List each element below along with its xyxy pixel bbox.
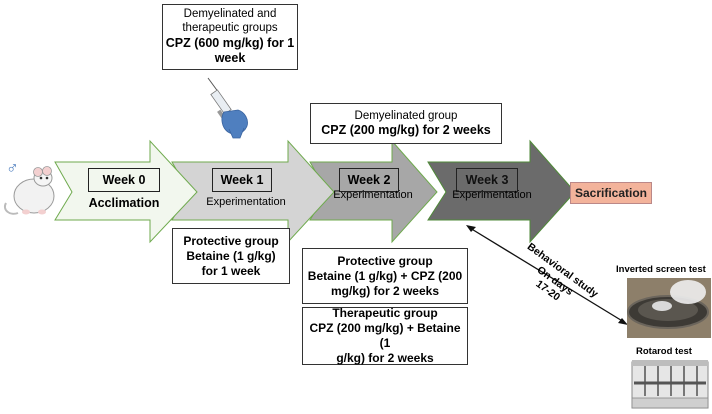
protective-group-box-2: Protective group Betaine (1 g/kg) + CPZ … (302, 248, 468, 304)
week-2-phase: Experimentation (333, 189, 413, 201)
therapeutic-title: Therapeutic group (332, 306, 438, 320)
therapeutic-group-box: Therapeutic group CPZ (200 mg/kg) + Beta… (302, 306, 468, 365)
protective2-line3: mg/kg) for 2 weeks (330, 283, 440, 298)
rotarod-apparatus-image (631, 360, 709, 409)
week-1-label: Week 1 (212, 168, 272, 192)
cpz-600-line3: CPZ (600 mg/kg) for 1 (165, 35, 295, 50)
cpz-600-line2: therapeutic groups (182, 22, 278, 35)
inverted-screen-test-title: Inverted screen test (616, 264, 706, 275)
protective-group-box-1: Protective group Betaine (1 g/kg) for 1 … (172, 228, 290, 284)
rotarod-test-title: Rotarod test (636, 346, 692, 357)
cpz-600-line1: Demyelinated and (183, 8, 277, 20)
week-3-phase: Experimentation (452, 189, 532, 201)
demyelinated-title: Demyelinated group (354, 109, 458, 122)
protective1-duration: for 1 week (201, 263, 261, 278)
week-0-phase: Acclimation (88, 196, 160, 210)
rat-icon (4, 166, 55, 215)
therapeutic-line2: CPZ (200 mg/kg) + Betaine (1 (309, 321, 461, 350)
protective1-dose: Betaine (1 g/kg) (186, 248, 276, 263)
gloved-hand-icon (221, 109, 248, 139)
protective1-title: Protective group (183, 233, 279, 248)
behavioral-period-arrow (466, 225, 628, 325)
sacrification-label: Sacrification (570, 182, 652, 204)
inverted-screen-test-image (627, 278, 711, 338)
demyelinated-group-box: Demyelinated group CPZ (200 mg/kg) for 2… (310, 103, 502, 144)
week-1-phase: Experimentation (206, 196, 286, 208)
week-2-label: Week 2 (339, 168, 399, 192)
protective2-line2: Betaine (1 g/kg) + CPZ (200 (307, 268, 463, 283)
cpz-600-line4: week (214, 51, 246, 66)
male-symbol: ♂ (6, 158, 19, 177)
demyelinated-treatment: CPZ (200 mg/kg) for 2 weeks (321, 122, 491, 137)
therapeutic-line3: g/kg) for 2 weeks (336, 351, 434, 365)
week-3-label: Week 3 (456, 168, 518, 192)
cpz-600-box: Demyelinated and therapeutic groups CPZ … (162, 4, 298, 70)
protective2-title: Protective group (337, 253, 433, 268)
week-0-label: Week 0 (88, 168, 160, 192)
